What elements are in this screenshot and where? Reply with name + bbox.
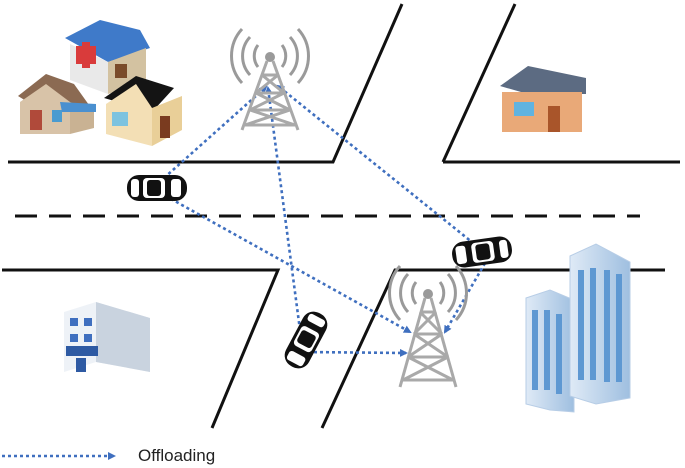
legend-label: Offloading xyxy=(138,446,216,465)
house-icon xyxy=(500,66,586,132)
offloading-links xyxy=(154,84,490,357)
car-icon xyxy=(452,236,512,268)
road-edge-bottom-left xyxy=(2,268,281,429)
office-tower-icon xyxy=(525,243,631,413)
link-car1-to-tower1 xyxy=(154,85,268,187)
road-edge-top-left xyxy=(8,3,404,164)
link-car2-to-tower2 xyxy=(301,348,408,357)
link-car2-to-tower1 xyxy=(264,86,302,331)
road-edge-top-right xyxy=(441,3,517,163)
hospital-icon xyxy=(65,20,150,94)
house-icon xyxy=(104,76,182,146)
cell-tower-icon xyxy=(230,27,310,131)
house-icon xyxy=(18,74,96,134)
link-car1-to-tower2 xyxy=(154,188,412,334)
cell-tower-icon xyxy=(388,264,468,388)
school-icon xyxy=(64,302,150,372)
car-icon xyxy=(284,311,328,369)
car-icon xyxy=(127,175,187,201)
link-car3-to-tower1 xyxy=(276,84,489,257)
